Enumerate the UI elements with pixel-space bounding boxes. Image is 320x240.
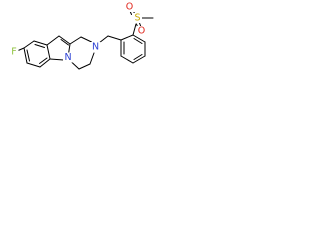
sulfur-atom-label: S (134, 13, 140, 24)
bond (107, 35, 122, 41)
bond (26, 49, 30, 62)
bond (133, 38, 143, 44)
bond (39, 57, 48, 64)
fluorine-atom-label: F (11, 47, 16, 58)
bond (39, 58, 51, 68)
bond (132, 23, 137, 36)
bond (69, 36, 82, 45)
bond (89, 52, 95, 65)
sulfonyl-oxygen-bottom-label: O (138, 26, 145, 37)
ring-nitrogen-label-bg (63, 52, 73, 63)
amine-nitrogen-label-bg (90, 42, 101, 52)
bond (80, 36, 92, 43)
bond (58, 35, 71, 45)
amine-nitrogen-atom-label: N (92, 42, 99, 53)
bond (34, 44, 45, 48)
bond (49, 58, 64, 61)
sulfur-label-bg (133, 13, 142, 23)
bond (78, 63, 91, 70)
oxygen-label-bg (137, 26, 147, 36)
bond (132, 55, 146, 64)
bond (132, 34, 146, 43)
bond (33, 40, 48, 46)
bond (120, 34, 134, 41)
bond (60, 39, 69, 46)
atom-labels: F N N S O O (9, 2, 147, 63)
bond (133, 54, 143, 60)
bond (46, 44, 51, 60)
chemical-structure-diagram: F N N S O O (9, 2, 154, 70)
oxygen-label-bg (125, 2, 135, 12)
bond (23, 47, 28, 64)
ring-nitrogen-atom-label: N (64, 52, 71, 63)
fluorine-label-bg (9, 47, 19, 57)
sulfonyl-oxygen-top-label: O (126, 2, 133, 13)
bond (98, 35, 109, 44)
bonds (16, 9, 154, 70)
bond (68, 43, 71, 55)
bond (71, 61, 80, 70)
bond (120, 55, 134, 64)
bond (23, 40, 35, 49)
bond (46, 35, 60, 46)
bond (26, 62, 41, 68)
